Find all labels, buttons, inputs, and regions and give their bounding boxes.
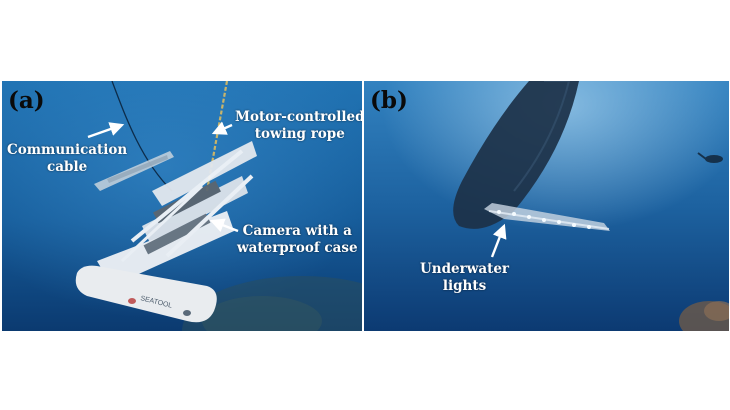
towing-rope-annotation: Motor-controlled towing rope [235, 109, 362, 143]
annotation-arrows-a [87, 121, 239, 233]
arrow-to-cable [87, 122, 125, 139]
lights-label: Underwater lights [420, 261, 510, 294]
arrow-to-rope [211, 121, 233, 135]
arrow-to-lights [490, 223, 507, 258]
communication-cable-label: Communication cable [7, 142, 128, 175]
underwater-lights-photo [364, 81, 729, 331]
panel-label-b: (b) [370, 87, 408, 114]
panel-label-a: (a) [8, 87, 45, 114]
annotation-arrows-b [490, 223, 507, 258]
arrow-to-camera [209, 218, 239, 233]
camera-label: Camera with a waterproof case [237, 223, 358, 256]
panel-a-photo: (a) Communication cable Motor-controlled… [2, 81, 362, 331]
towing-rope-label: Motor-controlled towing rope [235, 109, 362, 142]
lights-annotation: Underwater lights [420, 261, 509, 295]
communication-cable-annotation: Communication cable [7, 142, 127, 176]
panel-b-photo: (b) Underwater lights [364, 81, 729, 331]
underwater-sled-photo [2, 81, 362, 331]
camera-annotation: Camera with a waterproof case [237, 223, 358, 257]
